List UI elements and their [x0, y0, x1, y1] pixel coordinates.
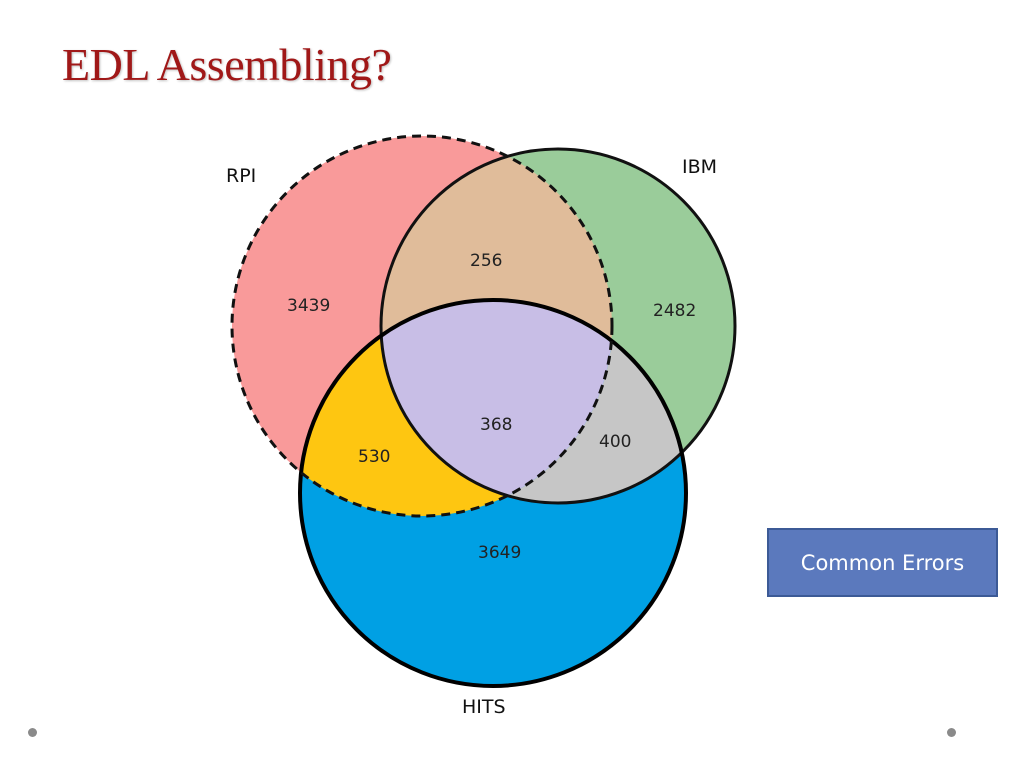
rpi-circle-outline [230, 134, 614, 518]
count-rpi-only: 3439 [287, 296, 330, 316]
count-ibm-hits: 400 [599, 432, 631, 452]
common-errors-button[interactable]: Common Errors [767, 528, 998, 597]
slide-title: EDL Assembling? [62, 39, 392, 90]
count-rpi-hits: 530 [358, 447, 390, 467]
count-ibm-only: 2482 [653, 301, 696, 321]
set-label-ibm: IBM [682, 156, 717, 178]
hits-circle-outline [298, 298, 688, 688]
next-slide-dot[interactable] [947, 728, 956, 737]
set-label-hits: HITS [462, 696, 506, 718]
prev-slide-dot[interactable] [28, 728, 37, 737]
set-label-rpi: RPI [226, 165, 256, 187]
ibm-circle-outline [379, 147, 737, 505]
count-all-three: 368 [480, 415, 512, 435]
count-rpi-ibm: 256 [470, 251, 502, 271]
count-hits-only: 3649 [478, 543, 521, 563]
